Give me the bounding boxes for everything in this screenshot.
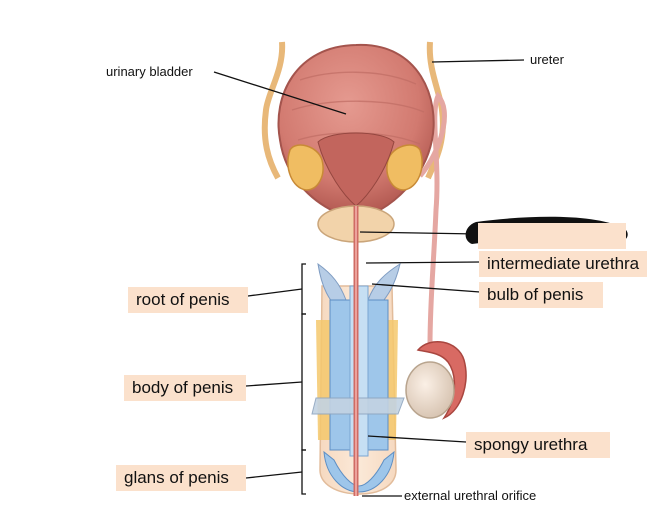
body-bracket [301, 313, 306, 451]
leader-spongy-urethra [367, 435, 467, 443]
leader-intermediate-urethra [365, 261, 481, 264]
left-fat-layer [316, 320, 330, 440]
left-corpus-cavernosum [329, 299, 351, 451]
glans-tissue [323, 450, 395, 493]
epididymis [416, 341, 467, 420]
leader-body-of-penis [245, 381, 303, 387]
label-urinary-bladder: urinary bladder [106, 64, 193, 79]
label-external-urethral-orifice: external urethral orifice [404, 488, 537, 503]
label-ureter: ureter [530, 52, 564, 67]
right-corpus-cavernosum [367, 299, 389, 451]
leader-redacted [359, 231, 479, 235]
label-intermediate-urethra: intermediate urethra [479, 251, 648, 277]
leader-urinary-bladder [213, 71, 347, 115]
label-redacted [478, 223, 626, 249]
bladder-lumen [317, 132, 395, 207]
label-spongy-urethra: spongy urethra [466, 432, 610, 458]
ductus-deferens [418, 91, 447, 346]
label-glans-of-penis: glans of penis [116, 465, 246, 491]
root-bracket [301, 263, 306, 315]
leader-ureter [431, 59, 525, 63]
label-bulb-of-penis: bulb of penis [479, 282, 603, 308]
leader-glans-of-penis [245, 471, 303, 479]
left-ureter [261, 41, 286, 180]
right-seminal-vesicle [386, 144, 423, 191]
left-seminal-vesicle [287, 144, 324, 191]
leader-root-of-penis [247, 288, 303, 297]
leader-bulb-of-penis [371, 283, 481, 293]
corpus-spongiosum [349, 285, 369, 457]
testis [405, 361, 455, 419]
label-body-of-penis: body of penis [124, 375, 246, 401]
glans-bracket [301, 449, 306, 495]
label-root-of-penis: root of penis [128, 287, 248, 313]
